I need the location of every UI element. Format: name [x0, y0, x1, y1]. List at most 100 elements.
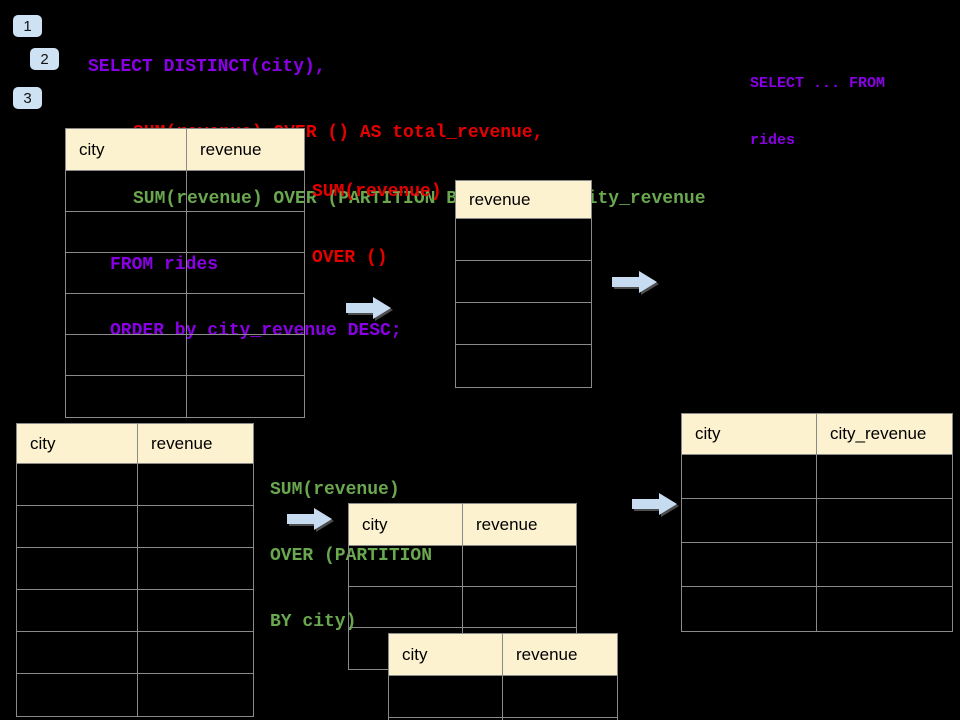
- table-cell: [187, 171, 304, 211]
- table-cell: [817, 455, 952, 498]
- table-cell: [682, 587, 817, 631]
- column-header-city: city: [66, 129, 187, 170]
- table-row: [17, 548, 253, 590]
- column-header-city: city: [349, 504, 463, 545]
- table-row: [456, 345, 591, 387]
- column-header-revenue: revenue: [476, 514, 538, 534]
- table-cell: [463, 546, 576, 586]
- table-body: [66, 171, 304, 417]
- table-cell: [456, 303, 591, 344]
- table-cell: [682, 499, 817, 542]
- step-badge-label: 3: [23, 89, 32, 107]
- table-cell: [66, 253, 187, 293]
- column-header-revenue: revenue: [200, 139, 262, 159]
- table-cell: [66, 335, 187, 375]
- step-badge-label: 2: [40, 50, 49, 68]
- column-header-revenue: revenue: [516, 644, 578, 664]
- annotation-partition-line-3: BY city): [270, 612, 357, 632]
- table-row: [456, 261, 591, 303]
- table-row: [66, 253, 304, 294]
- table-body: [17, 464, 253, 716]
- table-cell: [138, 674, 253, 716]
- column-header-revenue: revenue: [151, 433, 213, 453]
- table-header-row: city revenue: [389, 634, 617, 676]
- table-cell: [456, 261, 591, 302]
- annotation-total-line-1: SUM(revenue): [312, 182, 442, 202]
- table-header-row: city revenue: [17, 424, 253, 464]
- table-row: [349, 546, 576, 587]
- table-cell: [503, 676, 617, 717]
- step-badge-3: 3: [13, 87, 42, 109]
- table-header-row: city city_revenue: [682, 414, 952, 455]
- table-cell: [456, 219, 591, 260]
- table-body: [389, 676, 617, 720]
- side-note-line-1: SELECT ... FROM: [750, 75, 886, 92]
- table-cell: [349, 587, 463, 627]
- annotation-total-revenue: SUM(revenue) OVER (): [312, 137, 442, 313]
- table-row: [456, 303, 591, 345]
- table-cell: [817, 543, 952, 586]
- table-row: [66, 171, 304, 212]
- table-cell: [389, 718, 503, 720]
- table-cell: [138, 632, 253, 673]
- step-badge-label: 1: [23, 17, 32, 35]
- table-cell: [66, 294, 187, 334]
- arrow-right-icon: [612, 271, 657, 293]
- table-row: [17, 464, 253, 506]
- column-header-city: city: [389, 634, 503, 675]
- table-cell: [138, 464, 253, 505]
- table-row: [17, 632, 253, 674]
- table-row: [389, 718, 617, 720]
- side-note: SELECT ... FROM rides: [750, 36, 885, 188]
- table-row: [17, 674, 253, 716]
- table-header-row: revenue: [456, 181, 591, 219]
- annotation-partition: SUM(revenue) OVER (PARTITION BY city): [270, 435, 432, 677]
- table-cell: [138, 506, 253, 547]
- column-header-city: city: [682, 414, 817, 454]
- annotation-total-line-2: OVER (): [312, 248, 388, 268]
- table-total-revenue: revenue: [455, 180, 592, 388]
- table-partition-front: city revenue: [388, 633, 618, 720]
- table-row: [66, 335, 304, 376]
- annotation-partition-line-2: OVER (PARTITION: [270, 546, 433, 566]
- table-row: [66, 376, 304, 417]
- table-cell: [187, 335, 304, 375]
- table-cell: [138, 548, 253, 589]
- table-cell: [187, 294, 304, 334]
- table-body: [456, 219, 591, 387]
- sql-line-select: SELECT DISTINCT(city),: [88, 57, 326, 77]
- table-cell: [138, 590, 253, 631]
- table-cell: [682, 455, 817, 498]
- table-partition-back: city revenue: [348, 503, 577, 670]
- table-cell: [349, 546, 463, 586]
- arrow-right-icon: [346, 297, 391, 319]
- arrow-right-icon: [632, 493, 677, 515]
- table-row: [66, 294, 304, 335]
- arrow-right-icon: [287, 508, 332, 530]
- table-row: [682, 543, 952, 587]
- table-row: [349, 587, 576, 628]
- table-cell: [463, 587, 576, 627]
- table-cell: [17, 506, 138, 547]
- table-row: [389, 676, 617, 718]
- table-source-bottom: city revenue: [16, 423, 254, 717]
- table-row: [66, 212, 304, 253]
- table-cell: [17, 548, 138, 589]
- table-cell: [187, 212, 304, 252]
- column-header-revenue: revenue: [469, 189, 531, 209]
- table-header-row: city revenue: [66, 129, 304, 171]
- table-result: city city_revenue: [681, 413, 953, 632]
- table-cell: [17, 464, 138, 505]
- table-cell: [682, 543, 817, 586]
- step-badge-2: 2: [30, 48, 59, 70]
- step-badge-1: 1: [13, 15, 42, 37]
- sql-line-from: FROM rides: [110, 255, 219, 275]
- table-header-row: city revenue: [349, 504, 576, 546]
- column-header-city-revenue: city_revenue: [830, 424, 927, 443]
- annotation-partition-line-1: SUM(revenue): [270, 480, 400, 500]
- table-cell: [17, 632, 138, 673]
- table-cell: [389, 676, 503, 717]
- table-cell: [17, 674, 138, 716]
- table-cell: [66, 171, 187, 211]
